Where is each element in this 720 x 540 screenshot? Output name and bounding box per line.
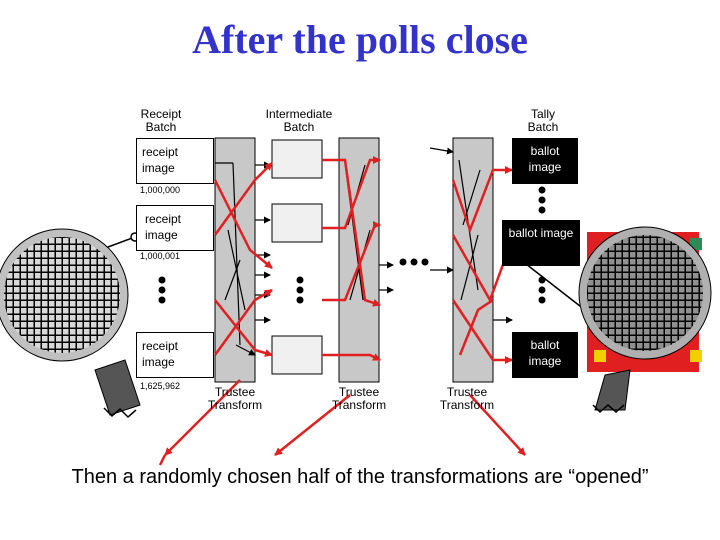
receipt-image-box: receipt image [136,138,214,184]
ballot-image-box: ballot image [502,220,580,266]
trustee-transform-label: Trustee Transform [439,385,495,412]
receipt-image-box: receipt image [136,205,214,251]
ballot-image-box: ballot image [512,332,578,378]
intermediate-box-1 [271,139,323,179]
ballot-image-box: ballot image [512,138,578,184]
red-arrows [158,156,526,466]
tally-batch-header: Tally Batch [527,107,559,134]
trustee-transform-label: Trustee Transform [331,385,387,412]
page-title: After the polls close [192,17,528,62]
magnifier-right-icon [512,226,712,414]
ellipsis-dots [158,186,546,304]
footer-caption: Then a randomly chosen half of the trans… [71,466,649,488]
receipt-number: 1,000,001 [140,251,181,261]
transform-column-3 [452,137,494,383]
receipt-image-box: receipt image [136,332,214,378]
magnifier-left-icon [0,228,141,419]
intermediate-batch-header: Intermediate Batch [265,107,333,134]
receipt-batch-header: Receipt Batch [140,107,182,134]
receipt-number: 1,625,962 [140,381,181,391]
intermediate-box-2 [271,203,323,243]
receipt-number: 1,000,000 [140,185,181,195]
intermediate-box-3 [271,335,323,375]
trustee-transform-label: Trustee Transform [207,385,263,412]
